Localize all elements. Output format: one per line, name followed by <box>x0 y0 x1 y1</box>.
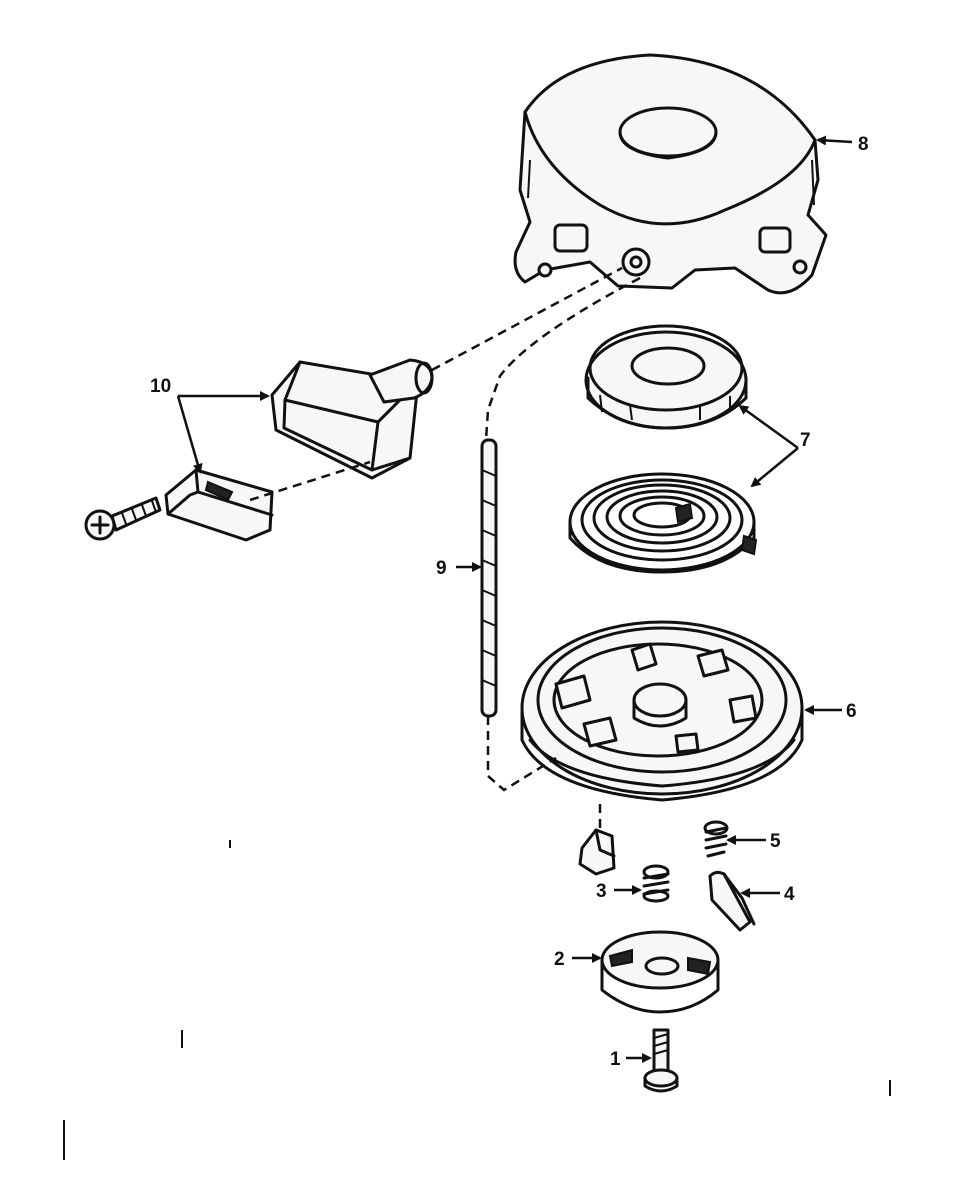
assembly-line-rope <box>484 276 641 441</box>
callout-1: 1 <box>610 1049 621 1070</box>
leader-7-spring <box>750 447 799 488</box>
handle-insert <box>164 468 274 542</box>
shoulder-screw <box>643 1028 679 1093</box>
recoil-spring <box>568 472 758 574</box>
assembly-line-insert <box>249 460 371 502</box>
callout-7: 7 <box>800 430 811 451</box>
leader-7-cup <box>738 404 799 450</box>
callout-10: 10 <box>150 376 171 397</box>
callout-6: 6 <box>846 701 857 722</box>
brake-spring <box>642 864 670 903</box>
leader-8 <box>816 135 853 146</box>
callout-4: 4 <box>784 884 795 905</box>
spring-cup <box>584 324 748 430</box>
callout-9: 9 <box>436 558 447 579</box>
callout-8: 8 <box>858 134 869 155</box>
callout-2: 2 <box>554 949 565 970</box>
handle-screw <box>84 496 162 541</box>
pawl <box>578 828 616 876</box>
starter-rope <box>480 438 498 718</box>
scan-mark <box>63 840 891 1160</box>
callout-3: 3 <box>596 881 607 902</box>
callout-5: 5 <box>770 831 781 852</box>
retainer <box>600 930 720 1014</box>
starter-handle <box>270 358 434 480</box>
leader-10-insert <box>176 395 203 474</box>
spring-clip <box>708 870 756 932</box>
starter-housing <box>513 53 828 295</box>
small-spring <box>703 820 729 858</box>
assembly-line-rope-lower <box>486 716 557 792</box>
assembly-line-handle <box>431 266 623 372</box>
pulley <box>520 620 804 802</box>
